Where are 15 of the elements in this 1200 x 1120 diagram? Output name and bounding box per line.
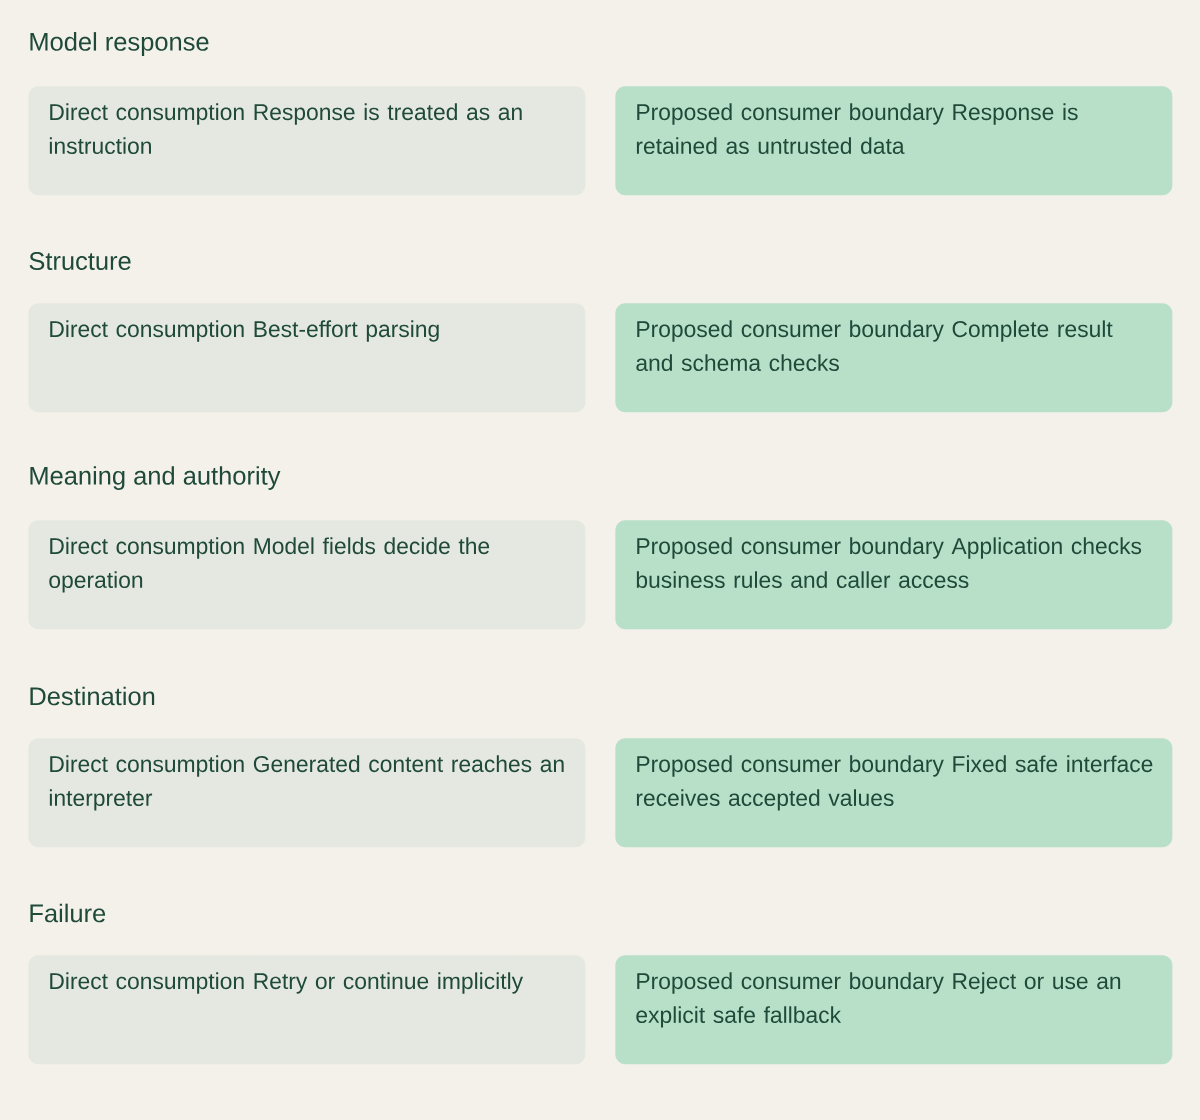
comparison-box: Direct consumption Response is treated as an instruction [28,86,586,196]
comparison-box: Proposed consumer boundary Application checks business rules and caller access [615,520,1173,630]
comparison-box: Direct consumption Generated content reaches an interpreter [28,738,586,848]
comparison-box: Direct consumption Retry or continue implicitly [28,955,586,1065]
section-heading: Model response [30,32,209,56]
comparison-box: Proposed consumer boundary Complete result and schema checks [615,303,1173,413]
comparison-box: Proposed consumer boundary Fixed safe interface receives accepted values [615,738,1173,848]
section-heading: Failure [30,903,106,923]
section-heading: Destination [30,686,155,706]
comparison-box: Direct consumption Best-effort parsing [28,303,586,413]
comparison-box: Direct consumption Model fields decide the operation [28,520,586,630]
section-heading: Meaning and authority [30,466,281,490]
section-heading: Structure [29,251,131,270]
comparison-box: Proposed consumer boundary Response is retained as untrusted data [615,86,1173,196]
comparison-box: Proposed consumer boundary Reject or use an explicit safe fallback [615,955,1173,1065]
